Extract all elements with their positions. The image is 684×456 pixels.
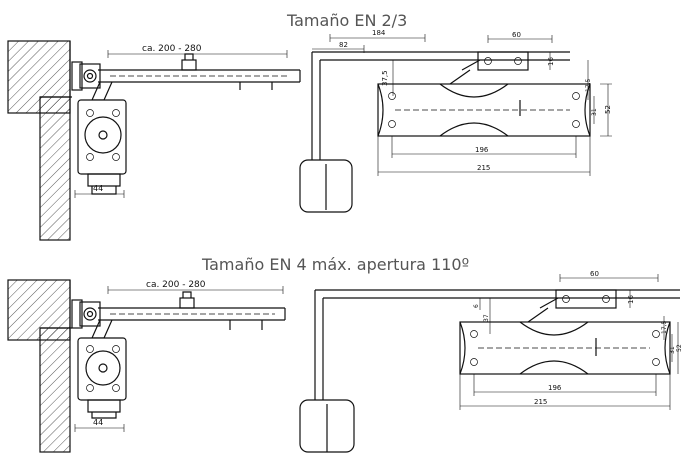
top-width-44-label: 44 bbox=[93, 184, 103, 193]
title-size-en-4: Tamaño EN 4 máx. apertura 110º bbox=[202, 255, 470, 274]
bottom-dim-16: 16 bbox=[627, 295, 635, 304]
bottom-front-view: 60 16 6 37 17,5 31 52 196 215 bbox=[299, 270, 683, 453]
top-side-view: ca. 200 - 280 44 bbox=[7, 40, 301, 241]
top-dim-17-5: 17,5 bbox=[585, 78, 592, 92]
top-dim-37-5: 37,5 bbox=[381, 70, 389, 86]
bottom-width-44-label: 44 bbox=[93, 418, 103, 427]
bottom-dim-60: 60 bbox=[590, 270, 599, 278]
door-frame-bottom bbox=[39, 327, 71, 453]
bottom-arm-range-label: ca. 200 - 280 bbox=[146, 280, 206, 290]
top-dim-52: 52 bbox=[604, 105, 612, 114]
bottom-dim-52: 52 bbox=[676, 344, 683, 352]
top-arm-range-label: ca. 200 - 280 bbox=[142, 44, 202, 54]
bottom-dim-215: 215 bbox=[534, 398, 547, 406]
top-dim-16: 16 bbox=[547, 57, 555, 66]
bottom-dim-37: 37 bbox=[483, 314, 490, 322]
top-dim-82: 82 bbox=[339, 41, 348, 49]
top-front-view: 184 82 60 16 37,5 17,5 31 52 196 215 bbox=[299, 29, 612, 213]
top-dim-31: 31 bbox=[591, 108, 598, 116]
top-dim-184: 184 bbox=[372, 29, 386, 37]
top-dim-196: 196 bbox=[475, 146, 489, 154]
door-frame bbox=[39, 96, 71, 241]
bottom-dim-196: 196 bbox=[548, 384, 562, 392]
top-dim-215: 215 bbox=[477, 164, 490, 172]
title-size-en-2-3: Tamaño EN 2/3 bbox=[287, 11, 408, 30]
bottom-dim-31: 31 bbox=[669, 346, 676, 354]
bottom-dim-6: 6 bbox=[473, 304, 480, 308]
top-dim-60: 60 bbox=[512, 31, 521, 39]
bottom-side-view: ca. 200 - 280 44 bbox=[7, 279, 286, 453]
bottom-dim-17-5: 17,5 bbox=[661, 320, 668, 334]
